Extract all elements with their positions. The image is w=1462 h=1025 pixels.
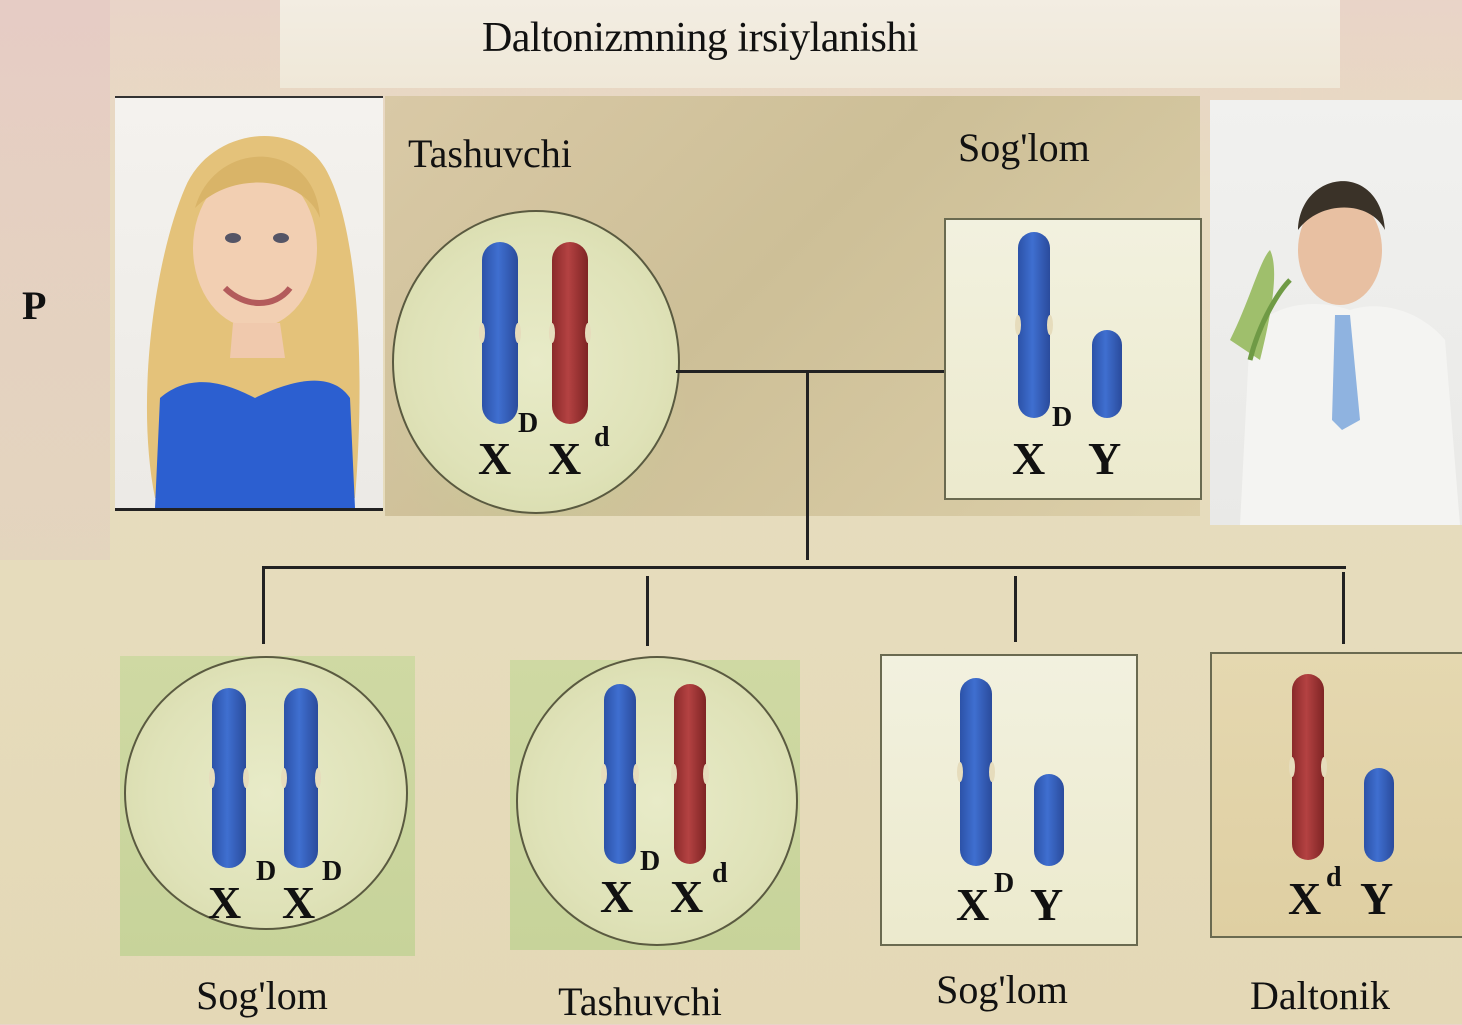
offspring-2-allele-1-sup: D (640, 846, 661, 877)
diagram-title: Daltonizmning irsiylanishi (481, 15, 919, 61)
offspring-2-cell (516, 656, 798, 946)
offspring-4-allele-1-sup: d (1326, 862, 1342, 893)
offspring-3-cell (880, 654, 1138, 946)
father-y-chromosome (1092, 330, 1122, 418)
offspring-1-cell (124, 656, 408, 930)
centromere-notch (671, 764, 677, 784)
offspring-4-drop-line (1342, 572, 1345, 644)
father-photo (1210, 100, 1462, 525)
offspring-1-allele-2-sup: D (322, 856, 343, 887)
centromere-notch (1289, 757, 1295, 777)
mother-allele-1: X (478, 433, 512, 484)
offspring-1-drop-line (262, 566, 265, 644)
mother-x-dominant-chromosome (479, 242, 521, 424)
offspring-1-label: Sog'lom (196, 973, 328, 1018)
centromere-notch (479, 323, 485, 343)
mother-photo (115, 96, 383, 511)
title-band (280, 0, 1340, 88)
centromere-notch (585, 323, 591, 343)
offspring-1-allele-1-sup: D (256, 856, 277, 887)
parent-generation-label: P (22, 283, 47, 328)
offspring-3-allele-1: X (956, 879, 990, 930)
offspring-3-label: Sog'lom (936, 967, 1068, 1012)
offspring-2-drop-line (646, 576, 649, 646)
offspring-1-x-chromosome-1 (209, 688, 249, 868)
mother-allele-1-sup: D (518, 408, 539, 439)
offspring-3-x-chromosome (957, 678, 995, 866)
father-allele-1-sup: D (1052, 402, 1073, 433)
centromere-notch (1047, 315, 1053, 335)
centromere-notch (281, 768, 287, 788)
offspring-1-allele-1: X (208, 877, 242, 928)
offspring-4-panel (1210, 652, 1462, 936)
offspring-4-y-chromosome (1364, 768, 1394, 862)
offspring-1-allele-2: X (282, 877, 316, 928)
offspring-3-allele-1-sup: D (994, 868, 1015, 899)
mother-label: Tashuvchi (408, 131, 572, 176)
offspring-2-label: Tashuvchi (558, 979, 722, 1024)
centromere-notch (703, 764, 709, 784)
offspring-bar-line (262, 566, 1346, 569)
centromere-notch (633, 764, 639, 784)
offspring-2-allele-2-sup: d (712, 858, 728, 889)
offspring-3-allele-2: Y (1030, 879, 1064, 930)
centromere-notch (209, 768, 215, 788)
offspring-4-label: Daltonik (1250, 973, 1390, 1018)
father-x-chromosome (1015, 232, 1053, 418)
mother-cell (392, 210, 680, 514)
centromere-notch (315, 768, 321, 788)
father-allele-2: Y (1088, 433, 1122, 484)
offspring-4-x-recessive-chromosome (1289, 674, 1327, 860)
mother-allele-2-sup: d (594, 422, 610, 453)
offspring-2-allele-1: X (600, 871, 634, 922)
father-allele-1: X (1012, 433, 1046, 484)
offspring-4-allele-1: X (1288, 873, 1322, 924)
offspring-2-allele-2: X (670, 871, 704, 922)
centromere-notch (549, 323, 555, 343)
offspring-4-cell (1210, 652, 1462, 938)
parents-connector-line (676, 370, 944, 373)
offspring-2-x-recessive-chromosome (671, 684, 709, 864)
father-cell (944, 218, 1202, 500)
mother-x-recessive-chromosome (549, 242, 591, 424)
centromere-notch (601, 764, 607, 784)
centromere-notch (515, 323, 521, 343)
offspring-stem-line (806, 370, 809, 560)
left-background (0, 0, 110, 560)
offspring-1-x-chromosome-2 (281, 688, 321, 868)
centromere-notch (1015, 315, 1021, 335)
offspring-3-drop-line (1014, 576, 1017, 642)
offspring-2-x-dominant-chromosome (601, 684, 639, 864)
centromere-notch (957, 762, 963, 782)
centromere-notch (243, 768, 249, 788)
offspring-4-allele-2: Y (1360, 873, 1394, 924)
mother-allele-2: X (548, 433, 582, 484)
father-label: Sog'lom (958, 125, 1090, 170)
offspring-3-y-chromosome (1034, 774, 1064, 866)
centromere-notch (989, 762, 995, 782)
centromere-notch (1321, 757, 1327, 777)
